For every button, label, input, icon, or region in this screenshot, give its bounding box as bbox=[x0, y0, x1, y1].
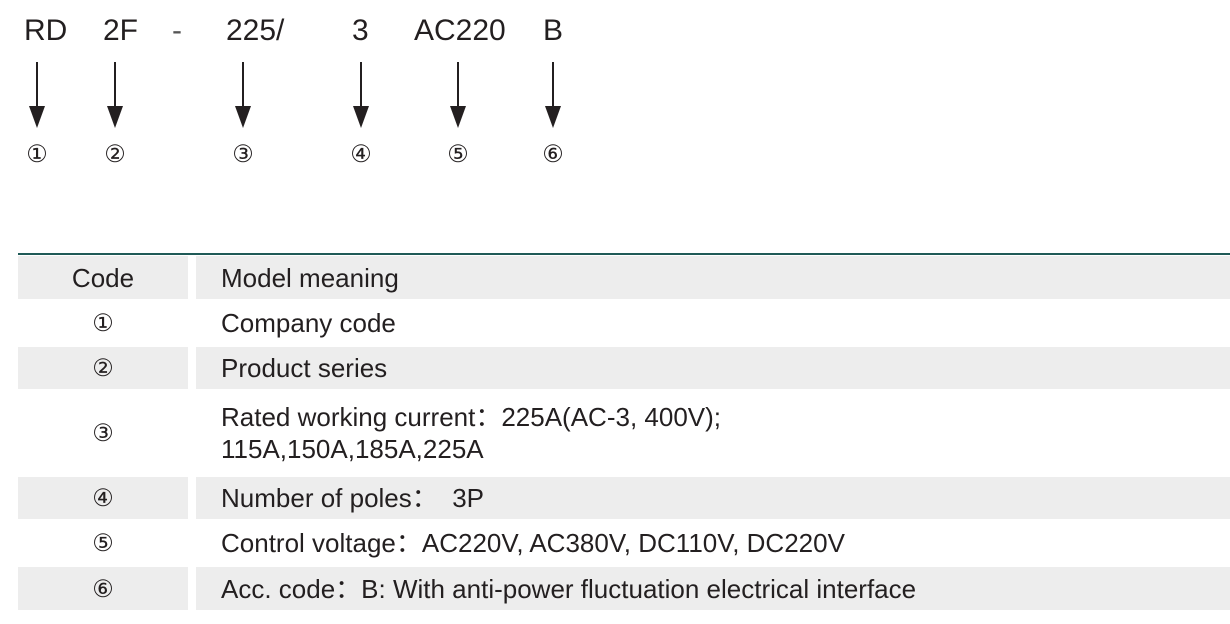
row-meaning: Company code bbox=[221, 308, 396, 338]
arrow-down-icon bbox=[353, 62, 369, 128]
table-row: ② Product series bbox=[18, 347, 1230, 389]
table-row: ④ Number of poles： 3P bbox=[18, 477, 1230, 519]
row-code: ⑥ bbox=[92, 574, 114, 603]
model-segment-current: 225/ bbox=[226, 14, 285, 47]
model-segment-voltage: AC220 bbox=[414, 14, 506, 47]
marker-6: ⑥ bbox=[542, 140, 564, 168]
row-meaning: Product series bbox=[221, 353, 388, 383]
model-segment-dash: - bbox=[172, 14, 182, 47]
row-code: ④ bbox=[92, 484, 114, 512]
model-segment-rd: RD bbox=[24, 14, 68, 47]
table-row: ⑤ Control voltage：AC220V, AC380V, DC110V… bbox=[18, 521, 1230, 565]
arrow-down-icon bbox=[545, 62, 561, 128]
table-row: ⑥ Acc. code：B: With anti-power fluctuati… bbox=[18, 567, 1230, 610]
marker-3: ③ bbox=[232, 140, 254, 168]
arrow-down-icon bbox=[29, 62, 45, 128]
row-code: ① bbox=[92, 309, 114, 337]
row-meaning: Number of poles： 3P bbox=[221, 483, 485, 513]
model-segment-acc: B bbox=[543, 14, 564, 47]
row-meaning-line-1: Rated working current：225A(AC-3, 400V); bbox=[221, 402, 722, 432]
model-segment-poles: 3 bbox=[352, 14, 369, 47]
table-top-rule bbox=[18, 253, 1230, 255]
header-meaning: Model meaning bbox=[221, 262, 399, 293]
model-segment-series: 2F bbox=[103, 14, 139, 47]
row-meaning-line-2: 115A,150A,185A,225A bbox=[221, 434, 484, 464]
arrow-down-icon bbox=[235, 62, 251, 128]
arrow-down-icon bbox=[450, 62, 466, 128]
row-meaning: Acc. code：B: With anti-power fluctuation… bbox=[221, 573, 917, 604]
marker-4: ④ bbox=[350, 140, 372, 168]
marker-1: ① bbox=[26, 140, 48, 168]
marker-2: ② bbox=[104, 140, 126, 168]
header-code: Code bbox=[71, 262, 135, 293]
row-meaning: Control voltage：AC220V, AC380V, DC110V, … bbox=[221, 528, 845, 558]
row-code: ② bbox=[92, 354, 114, 382]
table-row: ① Company code bbox=[18, 301, 1230, 345]
marker-5: ⑤ bbox=[447, 140, 469, 168]
table-header-row: Code Model meaning bbox=[18, 256, 1230, 299]
table-row: ③ Rated working current：225A(AC-3, 400V)… bbox=[18, 391, 1230, 475]
row-code: ③ bbox=[92, 419, 114, 447]
arrow-down-icon bbox=[107, 62, 123, 128]
row-code: ⑤ bbox=[92, 529, 114, 557]
